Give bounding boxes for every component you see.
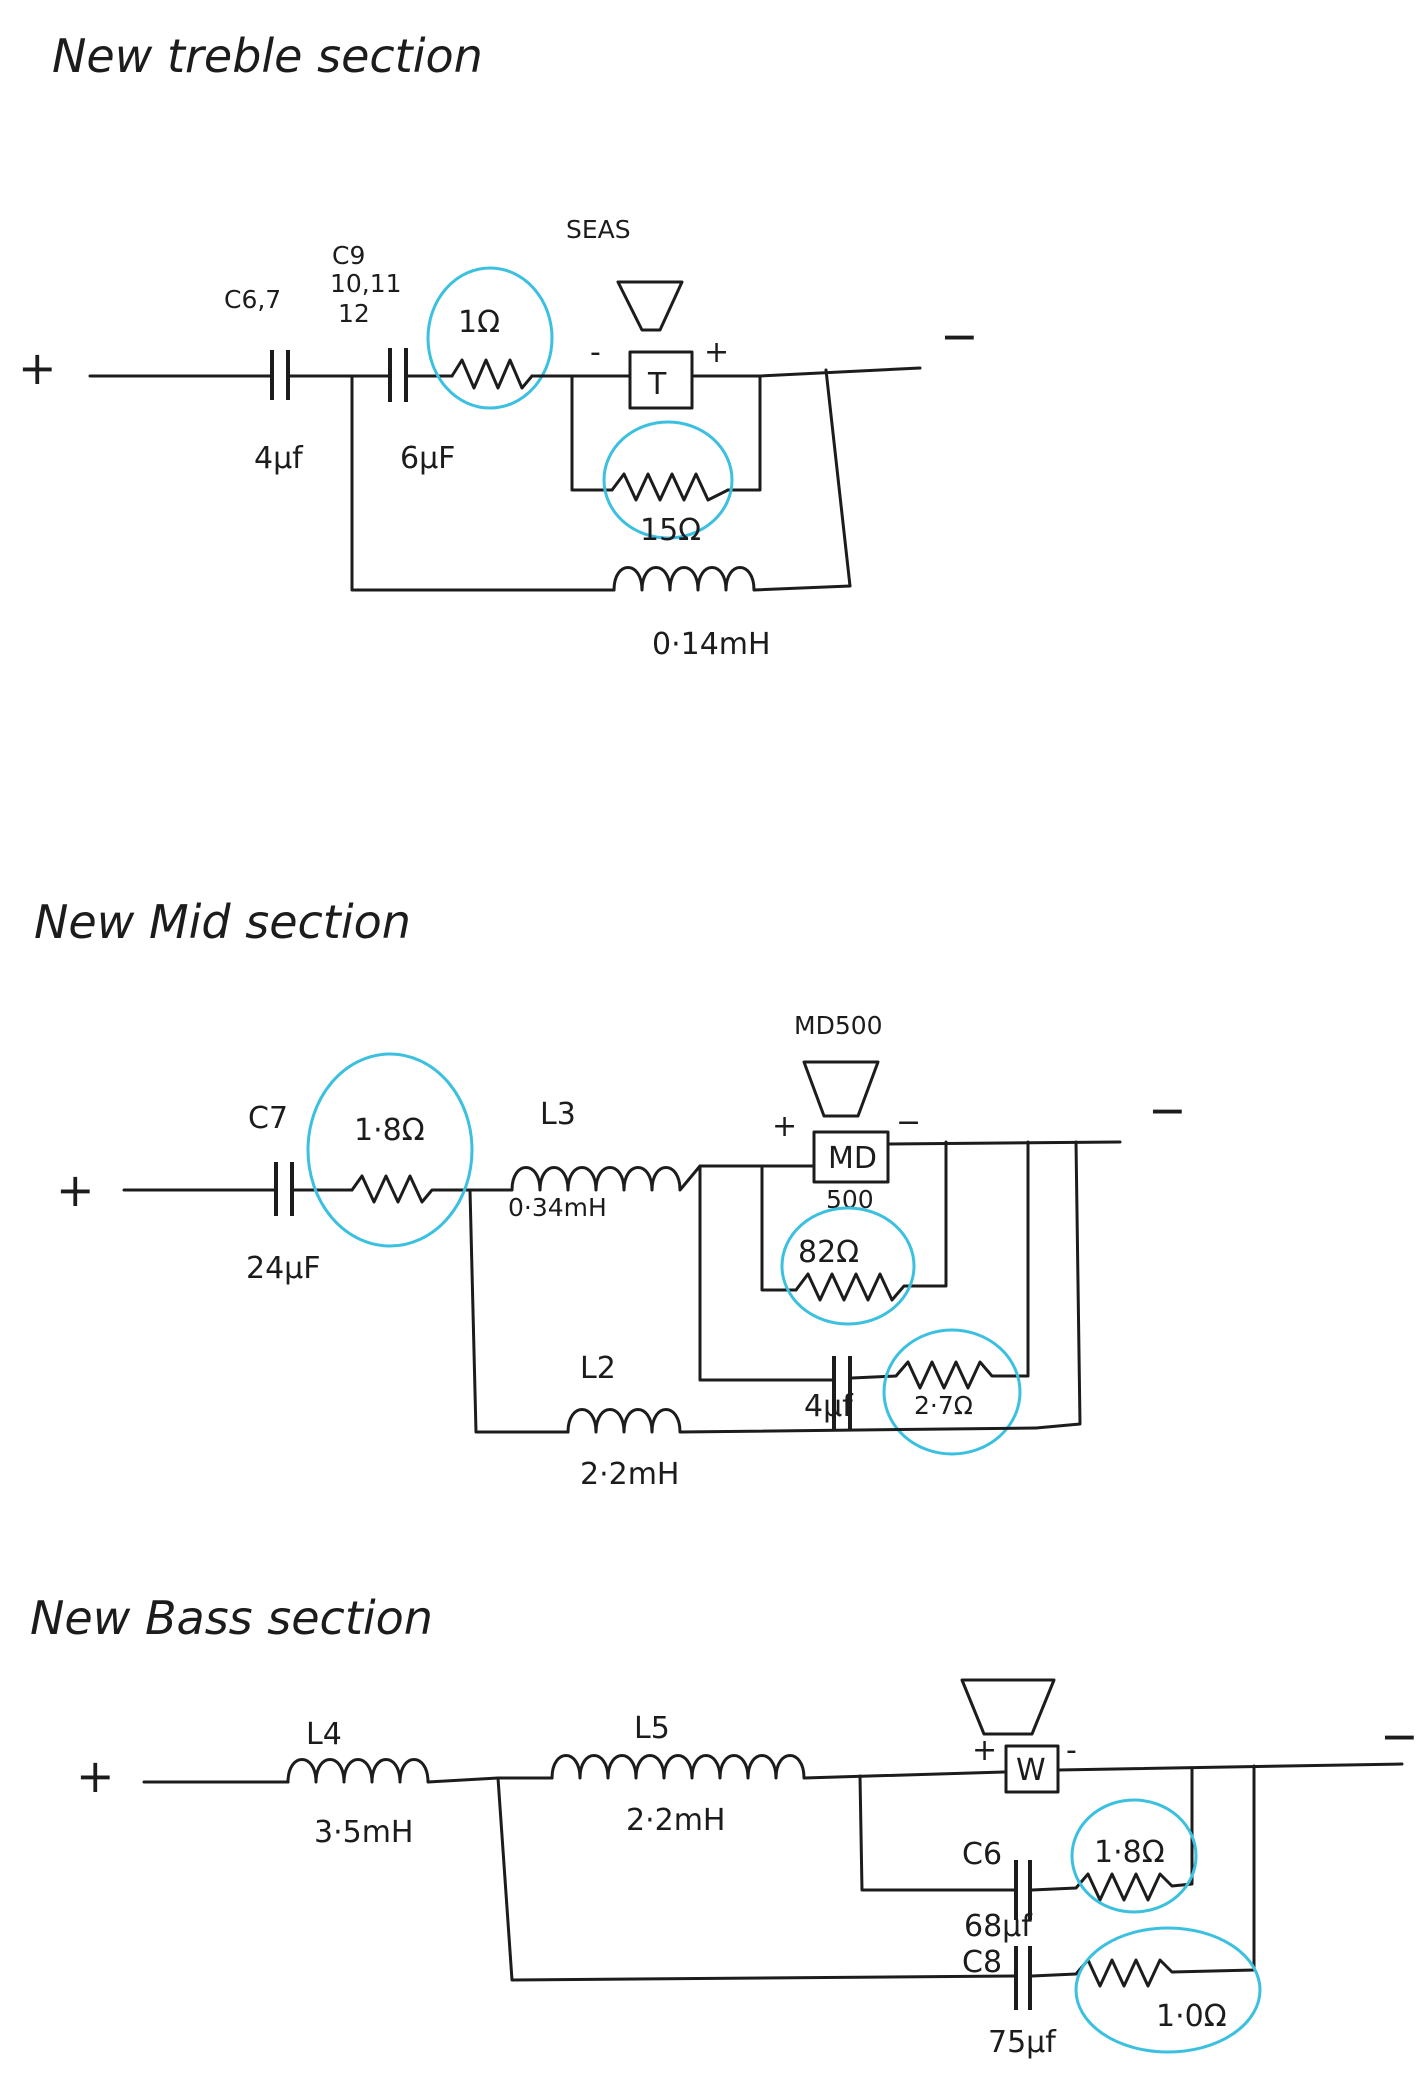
treble-capacitor-c9-12	[388, 348, 408, 402]
mid-parallel-wire-left-outer	[698, 1164, 834, 1382]
mid-driver-minus: −	[896, 1105, 921, 1140]
bass-c8-value: 75μf	[988, 2025, 1057, 2060]
treble-inductor-label: 0·14mH	[652, 627, 771, 662]
bass-inductor-l4	[286, 1758, 500, 1784]
treble-driver-brand: SEAS	[566, 215, 631, 244]
mid-series-resistor	[350, 1174, 478, 1204]
mid-notch-capacitor-label: 4μf	[804, 1389, 854, 1424]
mid-notch-resistor-label: 2·7Ω	[914, 1391, 973, 1420]
mid-parallel-resistor-highlight-circle	[780, 1206, 916, 1326]
bass-capacitor-c8	[1014, 1946, 1032, 2010]
treble-c2-name-a: C9	[332, 241, 365, 270]
mid-driver-name: MD500	[794, 1011, 883, 1040]
treble-parallel-resistor	[610, 472, 730, 502]
bass-zobel1-resistor-label: 1·8Ω	[1094, 1835, 1165, 1870]
bass-l4-value: 3·5mH	[314, 1815, 414, 1850]
bass-driver-plus: +	[972, 1733, 997, 1768]
bass-section-title: New Bass section	[30, 1591, 433, 1645]
mid-series-resistor-label: 1·8Ω	[354, 1113, 425, 1148]
mid-output-wire	[886, 1140, 1122, 1146]
mid-capacitor-value: 24μF	[246, 1251, 321, 1286]
bass-c8-name: C8	[962, 1945, 1002, 1980]
treble-resistor-highlight-circle	[426, 266, 554, 410]
bass-c6-value: 68μf	[964, 1909, 1033, 1944]
bass-l4-name: L4	[306, 1717, 342, 1752]
bass-inductor-l5	[550, 1754, 1006, 1780]
mid-notch-capacitor	[832, 1356, 852, 1430]
treble-plus-terminal: +	[18, 341, 57, 395]
mid-parallel-resistor-label: 82Ω	[798, 1235, 859, 1270]
bass-zobel2-resistor-label: 1·0Ω	[1156, 1999, 1227, 2034]
mid-notch-resistor-highlight-circle	[882, 1328, 1022, 1456]
mid-section: New Mid section + − MD 500 + − MD500	[34, 895, 1187, 1492]
mid-plus-terminal: +	[56, 1163, 95, 1217]
bass-zobel1-wire-left	[858, 1774, 1016, 1892]
mid-inductor-l2	[566, 1408, 1038, 1434]
bass-zobel2-wire-left	[496, 1776, 1016, 1982]
bass-l5-name: L5	[634, 1711, 670, 1746]
treble-section-title: New treble section	[52, 29, 483, 83]
mid-capacitor-name: C7	[248, 1101, 288, 1136]
bass-l5-value: 2·2mH	[626, 1803, 726, 1838]
treble-minus-terminal: −	[940, 309, 979, 363]
mid-midrange-driver	[802, 1060, 890, 1184]
bass-plus-terminal: +	[76, 1749, 115, 1803]
bass-driver-letter: W	[1016, 1753, 1046, 1788]
mid-minus-terminal: −	[1148, 1083, 1187, 1137]
treble-c1-value: 4μf	[254, 441, 304, 476]
mid-l3-name: L3	[540, 1097, 576, 1132]
mid-notch-resistor	[850, 1140, 1030, 1390]
mid-shunt-wire-right	[1034, 1140, 1082, 1430]
bass-zobel2-resistor	[1030, 1764, 1256, 1988]
mid-shunt-wire-left	[468, 1188, 570, 1434]
bass-minus-terminal: −	[1380, 1709, 1419, 1763]
treble-c2-name-c: 12	[338, 299, 370, 328]
bass-section: New Bass section + − W + -	[30, 1591, 1419, 2060]
mid-parallel-wire-left-inner	[760, 1164, 798, 1292]
bass-c6-name: C6	[962, 1837, 1002, 1872]
treble-c1-name: C6,7	[224, 285, 281, 314]
treble-wire-3	[530, 374, 614, 492]
treble-capacitor-c6-7	[270, 350, 290, 400]
treble-c2-name-b: 10,11	[330, 269, 402, 298]
treble-series-resistor-label: 1Ω	[458, 305, 500, 340]
treble-driver-letter: T	[647, 367, 667, 402]
treble-driver-minus: -	[590, 335, 601, 370]
treble-c2-value: 6μF	[400, 441, 455, 476]
bass-zobel1-resistor	[1030, 1766, 1194, 1902]
mid-driver-letter: MD	[828, 1141, 877, 1176]
treble-section: New treble section + − T - + SEAS	[18, 29, 979, 662]
mid-inductor-l3	[474, 1164, 816, 1192]
bass-output-wire	[1056, 1762, 1404, 1772]
treble-shunt-inductor	[612, 566, 852, 592]
mid-l2-value: 2·2mH	[580, 1457, 680, 1492]
mid-resistor-highlight-circle	[306, 1052, 474, 1248]
treble-parallel-resistor-label: 15Ω	[640, 513, 701, 548]
mid-driver-plus: +	[772, 1109, 797, 1144]
treble-driver-plus: +	[704, 335, 729, 370]
mid-l3-value: 0·34mH	[508, 1193, 607, 1222]
bass-zobel2-resistor-highlight-circle	[1074, 1926, 1262, 2054]
treble-shunt-wire-left	[350, 374, 616, 592]
bass-zobel1-resistor-highlight-circle	[1070, 1798, 1198, 1914]
treble-parallel-resistor-highlight-circle	[602, 420, 734, 540]
bass-capacitor-c6	[1014, 1860, 1032, 1920]
treble-shunt-wire-right	[824, 368, 852, 588]
mid-capacitor-c7	[274, 1162, 294, 1216]
mid-l2-name: L2	[580, 1351, 616, 1386]
treble-output-wire	[758, 366, 922, 378]
bass-driver-minus: -	[1066, 1733, 1077, 1768]
treble-wire-4	[690, 374, 762, 492]
treble-series-resistor	[450, 358, 534, 390]
mid-section-title: New Mid section	[34, 895, 411, 949]
treble-tweeter-driver	[616, 280, 694, 410]
